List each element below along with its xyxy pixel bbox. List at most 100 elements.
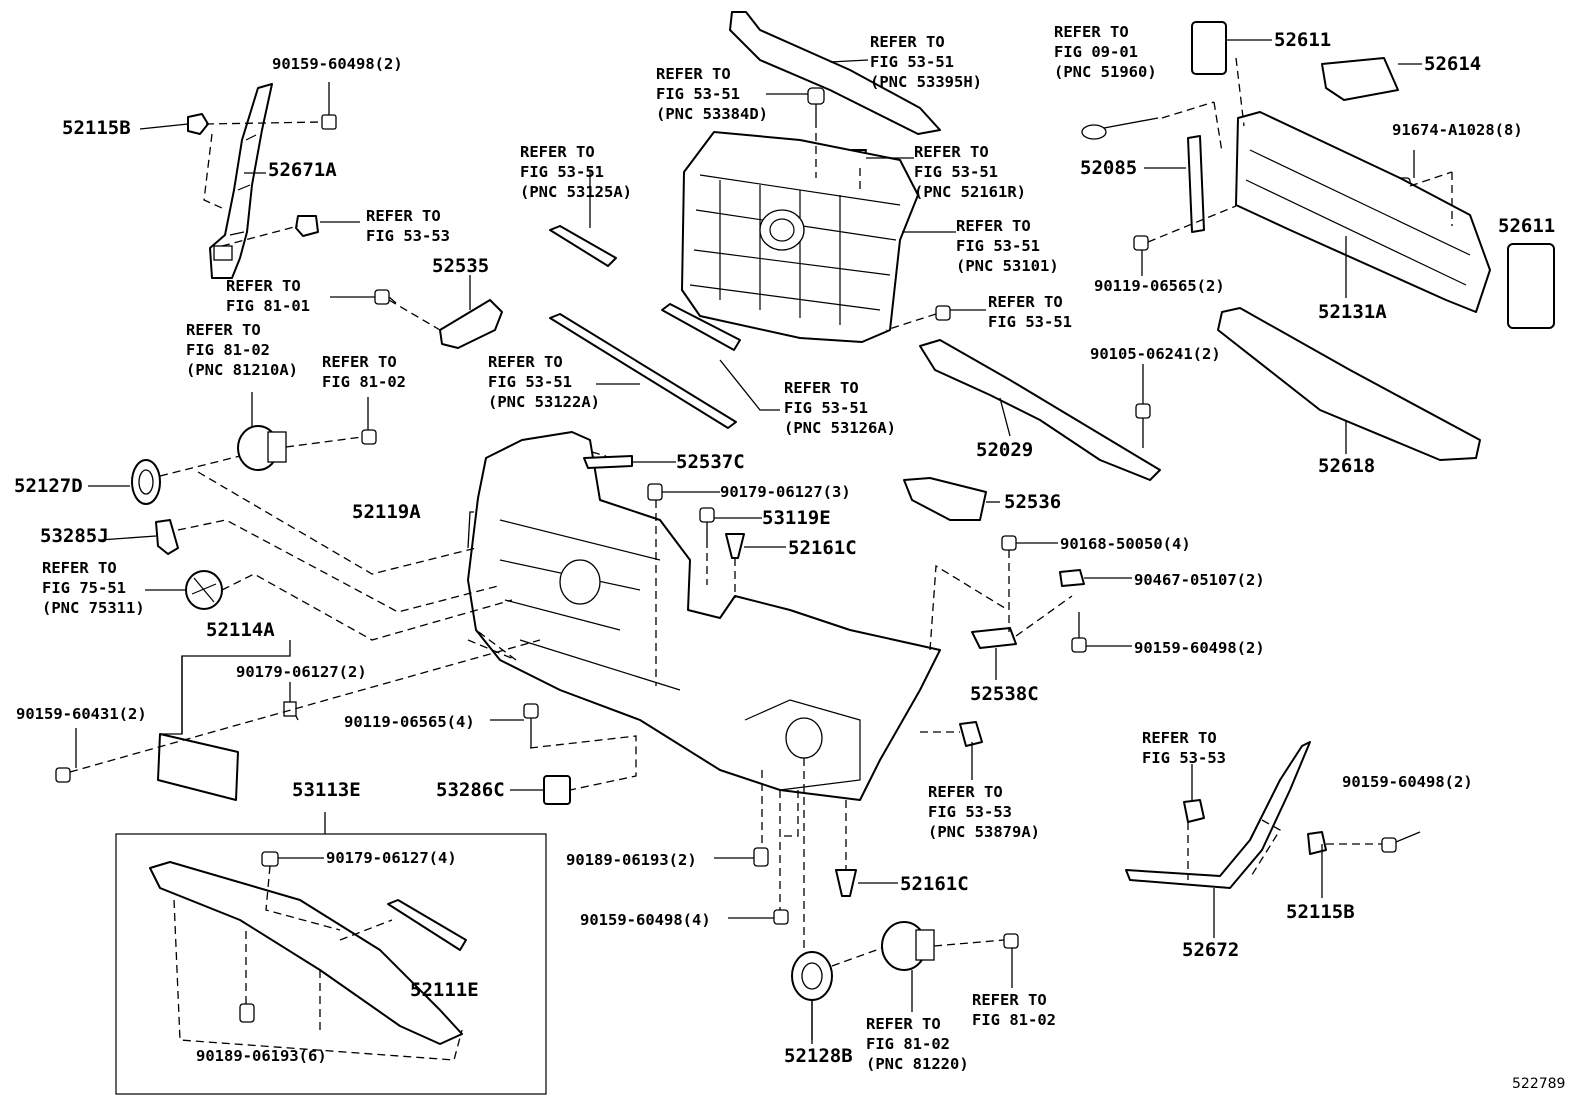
callout-53119e: 53119E [762, 507, 831, 529]
bolt-90159-60498-top [321, 82, 337, 130]
bolt-90168-50050 [1001, 535, 1017, 551]
callout-91674-a1028-8: 91674-A1028(8) [1392, 121, 1523, 139]
callout-90119-06565-4: 90119-06565(4) [344, 713, 475, 731]
callout-52536: 52536 [1004, 491, 1062, 513]
part-52085-stay [1187, 135, 1205, 233]
part-53285j-cover [155, 519, 179, 555]
callout-90159-60431-2: 90159-60431(2) [16, 705, 147, 723]
part-75311-emblem [185, 570, 223, 610]
callout-refer-fig-53-53-right: REFER TO FIG 53-53 [1142, 729, 1226, 767]
clip-refer-53-53-right [1183, 799, 1205, 823]
part-52536-cover [903, 477, 987, 521]
bolt-90119-06565-2 [1133, 235, 1149, 251]
clip-90189-06193-2 [753, 847, 769, 867]
clip-52161c-upper [725, 533, 745, 559]
assembly-dashed-lines [69, 57, 1453, 1061]
callout-52611-side: 52611 [1498, 215, 1556, 237]
callout-52029: 52029 [976, 439, 1034, 461]
part-52111e-moulding [387, 899, 467, 951]
part-53395h-upper-stay [729, 11, 941, 135]
bolt-refer-81-02-upper [361, 429, 377, 445]
part-52618-absorber [1217, 307, 1481, 461]
callout-refer-fig-81-02-upper: REFER TO FIG 81-02 [322, 353, 406, 391]
part-52671a-side-retainer [209, 83, 273, 279]
part-81210a-sensor [237, 425, 287, 471]
clip-52115b-left [187, 113, 209, 135]
part-52535-bracket [439, 299, 503, 349]
clip-53119e [699, 507, 715, 540]
callout-52131a: 52131A [1318, 301, 1387, 323]
part-51960-hook [1081, 117, 1159, 140]
callout-52128b: 52128B [784, 1045, 853, 1067]
bolt-90159-60431 [55, 749, 77, 783]
callout-52127d: 52127D [14, 475, 83, 497]
clip-90179-06127-4 [261, 851, 279, 867]
clip-53879a [959, 721, 983, 747]
callout-90159-60498-top-left: 90159-60498(2) [272, 55, 403, 73]
callout-refer-fig-53-51-grille-clip: REFER TO FIG 53-51 [988, 293, 1072, 331]
callout-90159-60498-2-right: 90159-60498(2) [1134, 639, 1265, 657]
callout-53286c: 53286C [436, 779, 505, 801]
callout-90168-50050-4: 90168-50050(4) [1060, 535, 1191, 553]
callout-90159-60498-2-far-right: 90159-60498(2) [1342, 773, 1473, 791]
bolt-90159-60498-right [1071, 612, 1087, 653]
callout-refer-fig-53-53-53879a: REFER TO FIG 53-53 (PNC 53879A) [928, 783, 1040, 841]
clip-refer-53-53-left [295, 215, 319, 237]
clip-52115b-right [1307, 831, 1327, 855]
callout-52115b-left: 52115B [62, 117, 131, 139]
kit-53113e-box [115, 833, 547, 1095]
callout-refer-fig-53-51-52161r: REFER TO FIG 53-51 (PNC 52161R) [914, 143, 1026, 201]
part-52131a-reinforcement [1235, 111, 1491, 313]
callout-52671a: 52671A [268, 159, 337, 181]
callout-90159-60498-4: 90159-60498(4) [580, 911, 711, 929]
callout-52618: 52618 [1318, 455, 1376, 477]
part-53125a-moulding [549, 225, 617, 267]
callout-refer-fig-81-02-lower: REFER TO FIG 81-02 [972, 991, 1056, 1029]
callout-90467-05107-2: 90467-05107(2) [1134, 571, 1265, 589]
part-53122a-moulding [549, 313, 737, 429]
callout-refer-fig-53-53-left: REFER TO FIG 53-53 [366, 207, 450, 245]
part-52611-side-block [1507, 243, 1555, 329]
bolt-90159-60498-4 [773, 909, 789, 925]
callout-refer-fig-53-51-53122a: REFER TO FIG 53-51 (PNC 53122A) [488, 353, 600, 411]
part-52537c-bracket [583, 455, 633, 469]
part-53126a-moulding [661, 303, 741, 351]
callout-53285j: 53285J [40, 525, 109, 547]
callout-52611-upper: 52611 [1274, 29, 1332, 51]
callout-refer-fig-53-51-53126a: REFER TO FIG 53-51 (PNC 53126A) [784, 379, 896, 437]
callout-refer-fig-81-01: REFER TO FIG 81-01 [226, 277, 310, 315]
part-81220-sensor [881, 921, 935, 971]
bolt-refer-81-02-lower [1003, 933, 1019, 949]
callout-52538c: 52538C [970, 683, 1039, 705]
callout-52111e: 52111E [410, 979, 479, 1001]
callout-refer-fig-75-51: REFER TO FIG 75-51 (PNC 75311) [42, 559, 145, 617]
callout-refer-fig-81-02-81210a: REFER TO FIG 81-02 (PNC 81210A) [186, 321, 298, 379]
callout-53113e: 53113E [292, 779, 361, 801]
part-52119a-bumper-cover [467, 431, 941, 801]
part-52128b-ring [791, 951, 833, 1001]
callout-52535: 52535 [432, 255, 490, 277]
callout-refer-fig-53-51-53384d: REFER TO FIG 53-51 (PNC 53384D) [656, 65, 768, 123]
callout-52614: 52614 [1424, 53, 1482, 75]
callout-90189-06193-2: 90189-06193(2) [566, 851, 697, 869]
part-52614-absorber [1321, 57, 1399, 101]
bolt-90105-06241 [1135, 403, 1151, 440]
callout-refer-fig-53-51-53125a: REFER TO FIG 53-51 (PNC 53125A) [520, 143, 632, 201]
callout-refer-fig-53-51-53395h: REFER TO FIG 53-51 (PNC 53395H) [870, 33, 982, 91]
part-52127d-ring [131, 459, 161, 505]
part-53286c-cover [543, 775, 571, 805]
callout-52114a: 52114A [206, 619, 275, 641]
callout-90179-06127-2: 90179-06127(2) [236, 663, 367, 681]
callout-52161c-lower: 52161C [900, 873, 969, 895]
clip-90179-06127-3 [647, 483, 663, 501]
part-53101-radiator-grille [681, 131, 919, 343]
figure-id: 522789 [1512, 1076, 1566, 1092]
callout-52119a: 52119A [352, 501, 421, 523]
callout-90189-06193-6: 90189-06193(6) [196, 1047, 327, 1065]
callout-90119-06565-2: 90119-06565(2) [1094, 277, 1225, 295]
part-53113e-lower-grille [149, 861, 463, 1045]
callout-refer-fig-09-01: REFER TO FIG 09-01 (PNC 51960) [1054, 23, 1157, 81]
callout-52161c-upper: 52161C [788, 537, 857, 559]
